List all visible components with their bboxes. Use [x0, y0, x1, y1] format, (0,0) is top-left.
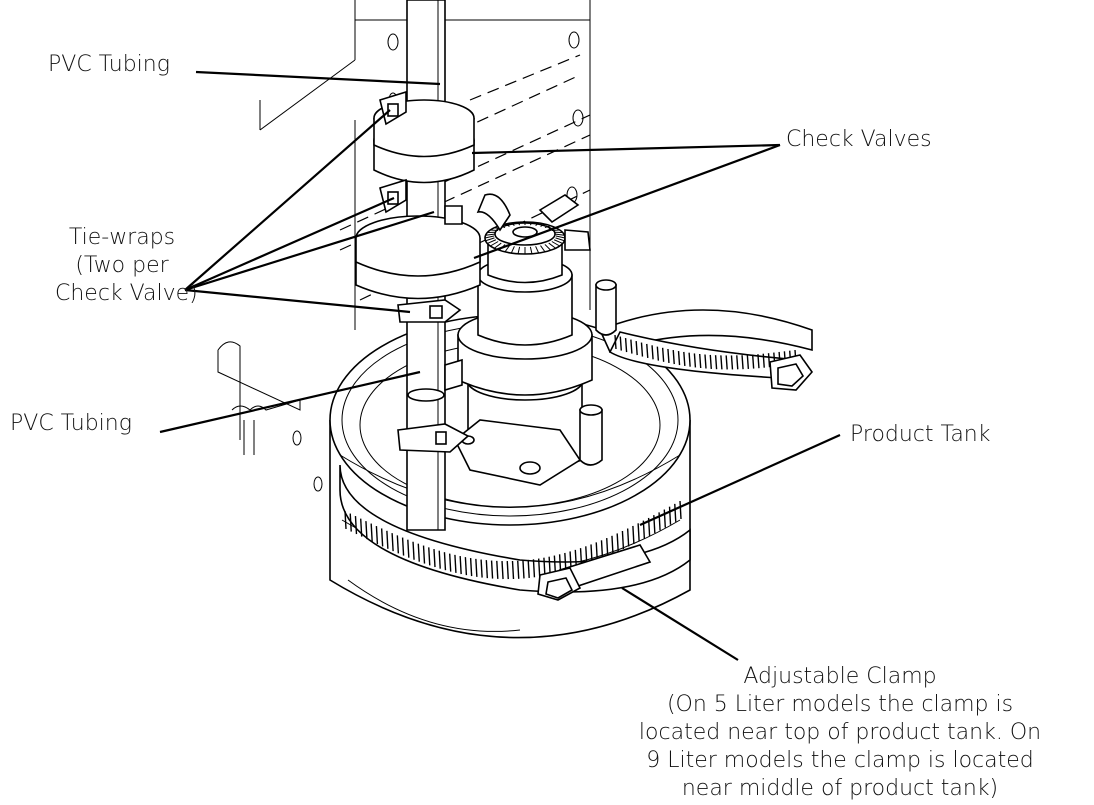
- label-check-valves: Check Valves: [786, 127, 932, 152]
- leader-check-valve-lower: [473, 143, 781, 260]
- leader-pvc-tubing-bottom: [159, 370, 421, 434]
- leader-tie-wrap-4: [184, 288, 411, 314]
- label-tie-wraps: Tie-wraps (Two per Check Valve): [55, 225, 198, 306]
- leader-check-valve-upper: [471, 143, 781, 155]
- leader-tie-wrap-2: [184, 196, 395, 292]
- side-bracket: [217, 341, 323, 492]
- pvc-tube-and-check-valves: [355, 0, 481, 531]
- leader-adjustable-clamp: [621, 587, 739, 661]
- leader-tie-wrap-1: [184, 109, 391, 291]
- leader-product-tank: [639, 433, 841, 527]
- leader-tie-wrap-3: [184, 210, 435, 292]
- tie-wrap-4: [397, 358, 470, 453]
- tie-wrap-3: [397, 299, 462, 323]
- leader-lines: [159, 70, 841, 661]
- label-pvc-tubing-top: PVC Tubing: [48, 52, 170, 77]
- pump-assembly: [453, 193, 617, 486]
- leader-pvc-tubing-top: [195, 70, 441, 86]
- label-product-tank: Product Tank: [850, 422, 991, 447]
- lower-clamp-band: [339, 464, 691, 601]
- label-pvc-tubing-bottom: PVC Tubing: [10, 411, 132, 436]
- label-adjustable-clamp: Adjustable Clamp (On 5 Liter models the …: [638, 664, 1042, 801]
- tie-wrap-1: [379, 90, 407, 126]
- upper-clamp-band: [598, 309, 814, 391]
